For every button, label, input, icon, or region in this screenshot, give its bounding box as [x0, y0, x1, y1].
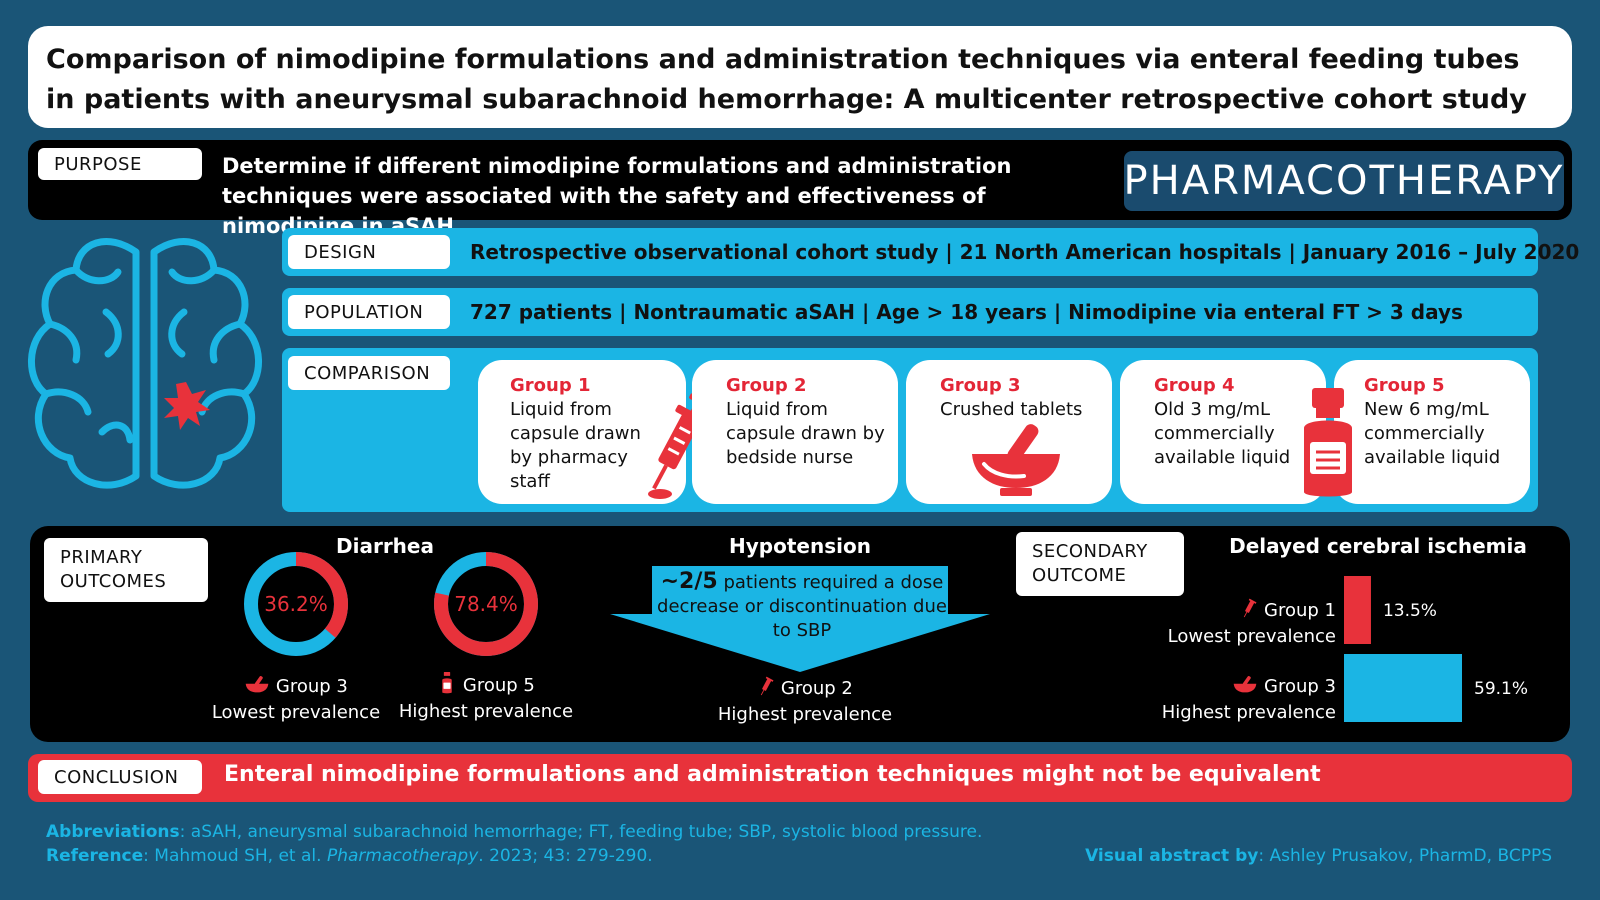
diarrhea-low-caption: Group 3 Lowest prevalence — [196, 674, 396, 726]
comparison-label: COMPARISON — [288, 356, 450, 390]
group-1-name: Group 1 — [510, 375, 591, 396]
dci-row-1-group-name: Group 1 — [1264, 600, 1336, 621]
mortar-pestle-icon — [1233, 676, 1257, 693]
mortar-pestle-icon — [245, 676, 269, 693]
group-2-desc: Liquid from capsule drawn by bedside nur… — [726, 399, 885, 468]
design-label: DESIGN — [288, 235, 450, 269]
hypotension-group-name: Group 2 — [780, 678, 853, 699]
dci-bar-2-label: 59.1% — [1474, 679, 1528, 699]
dci-row-2-note: Highest prevalence — [1161, 702, 1336, 723]
syringe-icon — [1244, 598, 1257, 618]
population-text: 727 patients | Nontraumatic aSAH | Age >… — [470, 300, 1463, 324]
hypotension-fraction: ~2/5 — [660, 569, 718, 594]
bottle-icon — [1304, 388, 1352, 497]
group-card-2 — [692, 360, 898, 504]
primary-label-text: PRIMARY OUTCOMES — [60, 547, 167, 592]
hypotension-group: Group 2 — [700, 674, 910, 702]
bottle-icon — [442, 672, 452, 694]
ref-journal: Pharmacotherapy — [326, 846, 479, 866]
group-3-name: Group 3 — [940, 375, 1021, 396]
dci-bar-group-1 — [1344, 576, 1371, 644]
purpose-label: PURPOSE — [38, 148, 202, 180]
diarrhea-high-caption: Group 5 Highest prevalence — [386, 672, 586, 725]
group-2-info: Group 2 Liquid from capsule drawn by bed… — [726, 374, 892, 470]
dci-row-1-caption: Group 1 Lowest prevalence — [1160, 596, 1336, 650]
conclusion-label: CONCLUSION — [38, 760, 202, 794]
group-card-4 — [1120, 360, 1326, 504]
footer-abbreviations: Abbreviations: aSAH, aneurysmal subarach… — [46, 822, 982, 842]
diarrhea-high-donut: 78.4% — [434, 552, 538, 656]
syringe-icon — [760, 676, 774, 696]
group-2-name: Group 2 — [726, 375, 807, 396]
mortar-pestle-icon — [972, 424, 1060, 496]
dci-row-1-group: Group 1 — [1160, 596, 1336, 624]
ref-label: Reference — [46, 846, 144, 866]
group-4-info: Group 4 Old 3 mg/mL commercially availab… — [1154, 374, 1304, 470]
diarrhea-low-group-name: Group 3 — [275, 676, 348, 697]
journal-logo: PHARMACOTHERAPY — [1124, 151, 1564, 211]
group-5-desc: New 6 mg/mL commercially available liqui… — [1364, 399, 1501, 468]
credit-label: Visual abstract by — [1085, 846, 1259, 866]
hypotension-title: Hypotension — [729, 534, 871, 558]
footer-credit: Visual abstract by: Ashley Prusakov, Pha… — [1085, 846, 1552, 866]
diarrhea-title: Diarrhea — [336, 534, 434, 558]
dci-bar-group-3 — [1344, 654, 1462, 722]
group-1-desc: Liquid from capsule drawn by pharmacy st… — [510, 399, 641, 492]
conclusion-bar — [28, 754, 1572, 802]
primary-label: PRIMARY OUTCOMES — [44, 538, 208, 602]
footer-reference: Reference: Mahmoud SH, et al. Pharmacoth… — [46, 846, 653, 866]
diarrhea-high-pct: 78.4% — [454, 592, 518, 616]
brain-icon — [28, 238, 262, 489]
group-3-info: Group 3 Crushed tablets — [940, 374, 1106, 422]
group-3-desc: Crushed tablets — [940, 399, 1083, 420]
group-card-5 — [1334, 360, 1530, 504]
design-bar — [282, 228, 1538, 276]
diarrhea-high-group: Group 5 — [386, 672, 586, 699]
ref-text-2: . 2023; 43: 279-290. — [478, 846, 653, 866]
diarrhea-high-group-name: Group 5 — [462, 675, 535, 696]
abbrev-text: : aSAH, aneurysmal subarachnoid hemorrha… — [179, 822, 983, 842]
hypotension-text: patients required a dose decrease or dis… — [657, 572, 947, 641]
dci-row-2-caption: Group 3 Highest prevalence — [1160, 674, 1336, 726]
secondary-label-text: SECONDARY OUTCOME — [1032, 541, 1148, 586]
group-4-name: Group 4 — [1154, 375, 1235, 396]
ref-text-1: : Mahmoud SH, et al. — [143, 846, 327, 866]
title-box: Comparison of nimodipine formulations an… — [28, 26, 1572, 128]
hypotension-caption: Group 2 Highest prevalence — [700, 674, 910, 728]
design-text: Retrospective observational cohort study… — [470, 240, 1580, 264]
secondary-title: Delayed cerebral ischemia — [1229, 534, 1527, 558]
secondary-label: SECONDARY OUTCOME — [1016, 532, 1184, 596]
purpose-text: Determine if different nimodipine formul… — [222, 154, 1012, 238]
hypotension-arrow — [610, 566, 990, 672]
dci-row-2-group: Group 3 — [1160, 674, 1336, 700]
diarrhea-low-group: Group 3 — [196, 674, 396, 700]
diarrhea-low-pct: 36.2% — [264, 592, 328, 616]
diarrhea-low-note: Lowest prevalence — [211, 702, 381, 723]
conclusion-text: Enteral nimodipine formulations and admi… — [224, 762, 1321, 787]
diarrhea-high-note: Highest prevalence — [398, 701, 574, 722]
group-5-name: Group 5 — [1364, 375, 1445, 396]
hypotension-note: Highest prevalence — [717, 704, 893, 725]
population-label: POPULATION — [288, 295, 450, 329]
group-1-info: Group 1 Liquid from capsule drawn by pha… — [510, 374, 650, 494]
dci-row-2-group-name: Group 3 — [1264, 676, 1336, 697]
dci-bar-1-label: 13.5% — [1383, 601, 1437, 621]
group-card-1 — [478, 360, 686, 504]
diarrhea-low-donut: 36.2% — [244, 552, 348, 656]
page-title: Comparison of nimodipine formulations an… — [46, 44, 1527, 115]
dci-bar-chart: 13.5% 59.1% — [1344, 576, 1528, 722]
group-5-info: Group 5 New 6 mg/mL commercially availab… — [1364, 374, 1526, 470]
group-4-desc: Old 3 mg/mL commercially available liqui… — [1154, 399, 1291, 468]
abbrev-label: Abbreviations — [46, 822, 180, 842]
dci-row-1-note: Lowest prevalence — [1167, 626, 1336, 647]
hypotension-text-box: ~2/5 patients required a dose decrease o… — [652, 570, 952, 643]
population-bar — [282, 288, 1538, 336]
credit-text: : Ashley Prusakov, PharmD, BCPPS — [1258, 846, 1552, 866]
